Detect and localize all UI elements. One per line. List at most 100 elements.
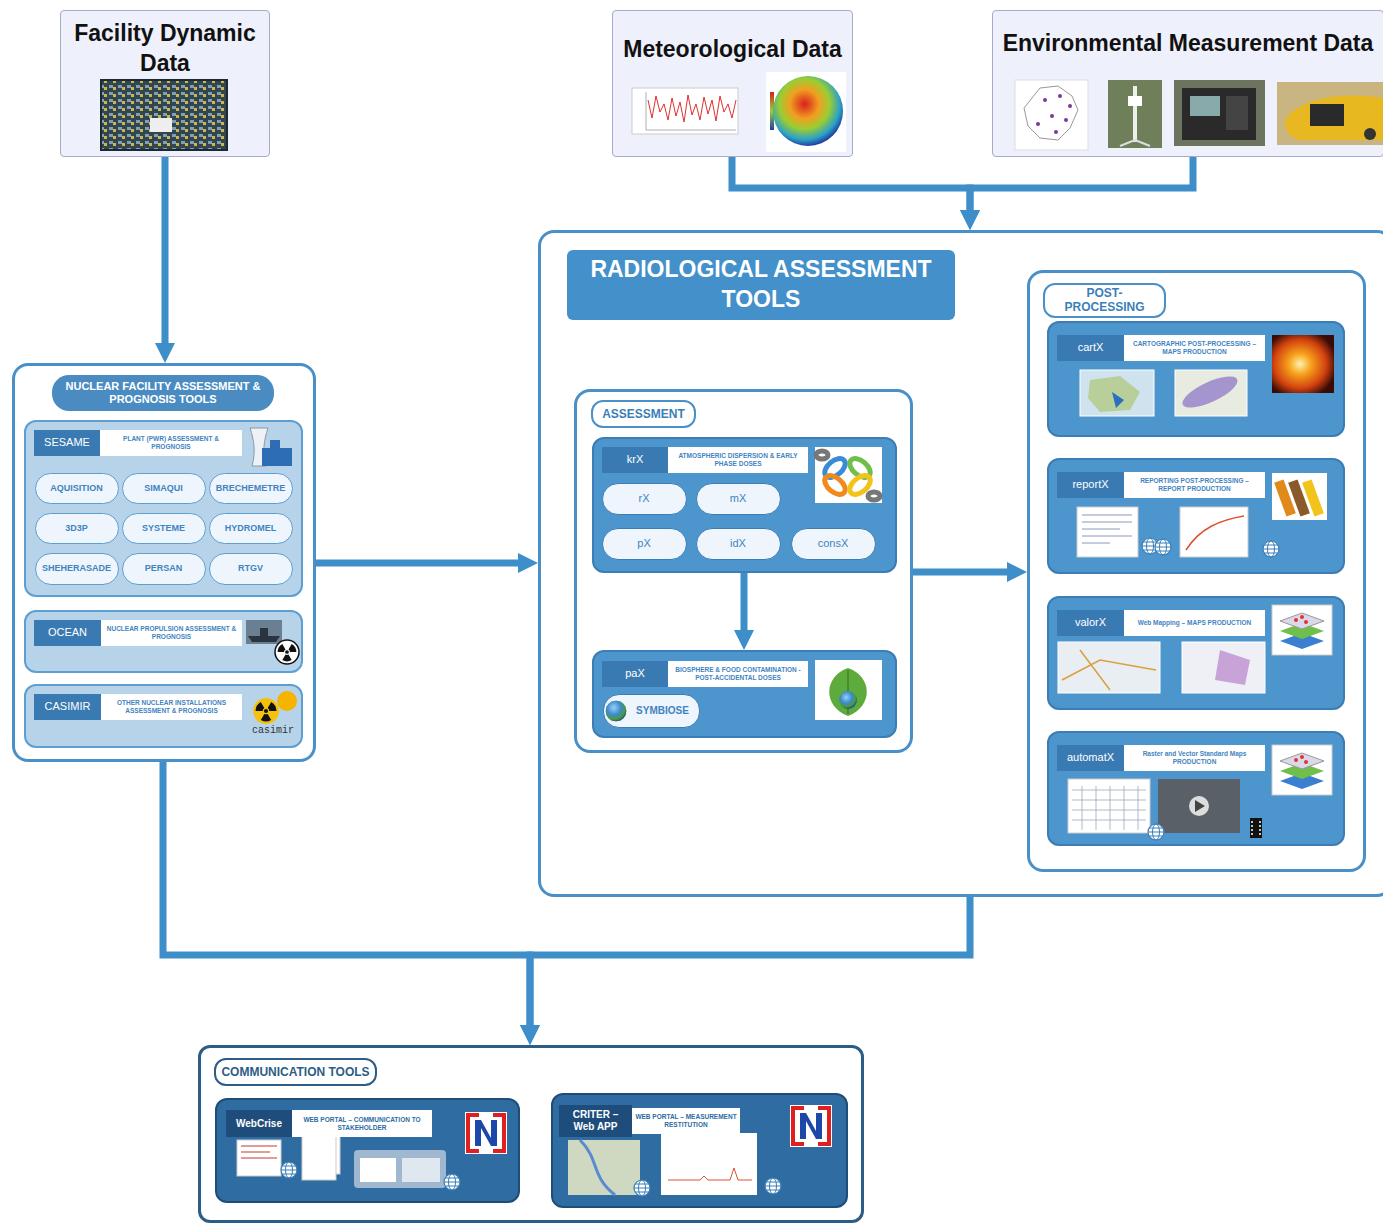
tool-description: NUCLEAR PROPULSION ASSESSMENT & PROGNOSI… [101, 620, 242, 646]
data-source-box: Facility Dynamic Data [60, 10, 270, 157]
data-source-box: Meteorological Data [612, 10, 853, 157]
module-pill: RTGV [209, 553, 293, 585]
cartography-images [1080, 335, 1334, 416]
sensor-photo [1108, 80, 1162, 148]
tool-name: CRITER – Web APP [559, 1105, 632, 1137]
module-pill: PERSAN [122, 553, 206, 585]
module-name: PERSAN [123, 554, 204, 583]
station-map [1015, 80, 1088, 150]
flow-arrow [913, 569, 1015, 576]
module-name: idX [697, 529, 779, 558]
module-pill: AQUISITION [35, 473, 119, 504]
tool-group-panel: ASSESSMENT krXATMOSPHERIC DISPERSION & EA… [574, 389, 913, 753]
module-pill: rX [602, 483, 687, 515]
tool-box: valorXWeb Mapping – MAPS PRODUCTION [1047, 596, 1345, 710]
module-name: SHEHERASADE [36, 554, 117, 583]
box-title: Environmental Measurement Data [992, 14, 1383, 74]
flow-arrow [970, 157, 1193, 218]
tool-description: WEB PORTAL – COMMUNICATION TO STAKEHOLDE… [292, 1110, 432, 1137]
module-pill: idX [696, 528, 781, 560]
module-name: SYMBIOSE [604, 695, 698, 726]
tool-name: paX [602, 661, 668, 687]
flow-arrow [163, 762, 530, 1033]
module-pill: SIMAQUI [122, 473, 206, 504]
tool-name: krX [602, 447, 668, 473]
tool-group-panel: COMMUNICATION TOOLSWebCriseWEB PORTAL – … [198, 1045, 864, 1223]
flow-arrow [316, 560, 526, 567]
webcrise-images [237, 1112, 507, 1190]
tool-box: reportXREPORTING POST-PROCESSING – REPOR… [1047, 458, 1345, 574]
module-name: AQUISITION [36, 474, 117, 502]
tool-description: ATMOSPHERIC DISPERSION & EARLY PHASE DOS… [668, 447, 808, 473]
logo-text: casimir [252, 725, 294, 736]
flow-arrow [732, 157, 970, 218]
tool-name: OCEAN [34, 620, 101, 646]
tool-description: BIOSPHERE & FOOD CONTAMINATION - POST-AC… [668, 661, 808, 687]
tool-suite-box: SESAMEPLANT (PWR) ASSESSMENT & PROGNOSIS… [24, 420, 303, 597]
power-plant-icon [250, 428, 292, 466]
module-name: SYSTEME [123, 514, 204, 542]
tool-name: SESAME [34, 430, 100, 456]
control-room-photo [101, 80, 227, 150]
tool-name: reportX [1057, 472, 1124, 498]
radiation-symbol [275, 640, 299, 664]
tool-description: REPORTING POST-PROCESSING – REPORT PRODU… [1124, 472, 1265, 498]
module-name: SIMAQUI [123, 474, 204, 502]
tool-group-panel: NUCLEAR FACILITY ASSESSMENT & PROGNOSIS … [12, 363, 316, 762]
helicopter-photo [1277, 82, 1383, 145]
module-name: consX [792, 529, 874, 558]
module-name: rX [603, 484, 685, 513]
tool-description: OTHER NUCLEAR INSTALLATIONS ASSESSMENT &… [101, 694, 242, 720]
tool-name: automatX [1057, 745, 1124, 771]
standard-maps-images [1068, 745, 1332, 840]
case-photo [1174, 80, 1265, 146]
tool-name: CASIMIR [34, 694, 101, 720]
tool-box: cartXCARTOGRAPHIC POST-PROCESSING – MAPS… [1047, 321, 1345, 437]
module-pill: SYMBIOSE [603, 694, 700, 728]
weather-globe [766, 72, 846, 152]
module-name: HYDROMEL [210, 514, 291, 542]
module-name: RTGV [210, 554, 291, 583]
tool-box: paXBIOSPHERE & FOOD CONTAMINATION - POST… [592, 650, 897, 738]
tool-box: krXATMOSPHERIC DISPERSION & EARLY PHASE … [592, 437, 897, 573]
panel-heading: POST-PROCESSING [1043, 283, 1166, 318]
module-pill: 3D3P [35, 513, 119, 544]
weather-chart [632, 88, 738, 134]
tool-description: CARTOGRAPHIC POST-PROCESSING – MAPS PROD… [1124, 335, 1265, 361]
module-pill: HYDROMEL [209, 513, 293, 544]
group-heading: NUCLEAR FACILITY ASSESSMENT & PROGNOSIS … [52, 375, 274, 411]
module-name: mX [697, 484, 779, 513]
module-pill: consX [791, 528, 876, 560]
tool-box: automatXRaster and Vector Standard Maps … [1047, 731, 1345, 846]
panel-heading: ASSESSMENT [591, 400, 696, 428]
tool-suite-box: OCEANNUCLEAR PROPULSION ASSESSMENT & PRO… [24, 610, 303, 673]
web-mapping-images [1058, 605, 1332, 693]
report-images [1077, 473, 1327, 557]
web-portal-box: WebCriseWEB PORTAL – COMMUNICATION TO ST… [215, 1098, 520, 1203]
tool-group-panel: RADIOLOGICAL ASSESSMENT TOOLS ASSESSMENT k… [538, 230, 1383, 897]
tool-name: valorX [1057, 610, 1124, 636]
flow-arrow [741, 573, 748, 638]
web-portal-box: CRITER – Web APPWEB PORTAL – MEASUREMENT… [551, 1093, 848, 1208]
tool-name: WebCrise [226, 1110, 292, 1137]
tool-suite-box: CASIMIROTHER NUCLEAR INSTALLATIONS ASSES… [24, 684, 303, 748]
chain-icon [815, 447, 882, 503]
panel-heading: COMMUNICATION TOOLS [214, 1058, 377, 1086]
tool-description: WEB PORTAL – MEASUREMENT RESTITUTION [632, 1108, 740, 1134]
data-source-box: Environmental Measurement Data [992, 10, 1383, 157]
module-pill: BRECHEMETRE [209, 473, 293, 504]
casimir-logo [253, 691, 297, 724]
leaf-globe-icon [815, 660, 882, 720]
group-heading: RADIOLOGICAL ASSESSMENT TOOLS [567, 250, 955, 320]
tool-name: cartX [1057, 335, 1124, 361]
module-pill: mX [696, 483, 781, 515]
module-pill: SYSTEME [122, 513, 206, 544]
box-title: Facility Dynamic Data [60, 18, 270, 80]
criter-images [568, 1105, 832, 1196]
module-pill: SHEHERASADE [35, 553, 119, 585]
flow-arrow [162, 157, 169, 351]
box-title: Meteorological Data [612, 20, 853, 80]
tool-description: PLANT (PWR) ASSESSMENT & PROGNOSIS [100, 430, 242, 456]
tool-description: Web Mapping – MAPS PRODUCTION [1124, 610, 1265, 636]
module-name: BRECHEMETRE [210, 474, 291, 502]
